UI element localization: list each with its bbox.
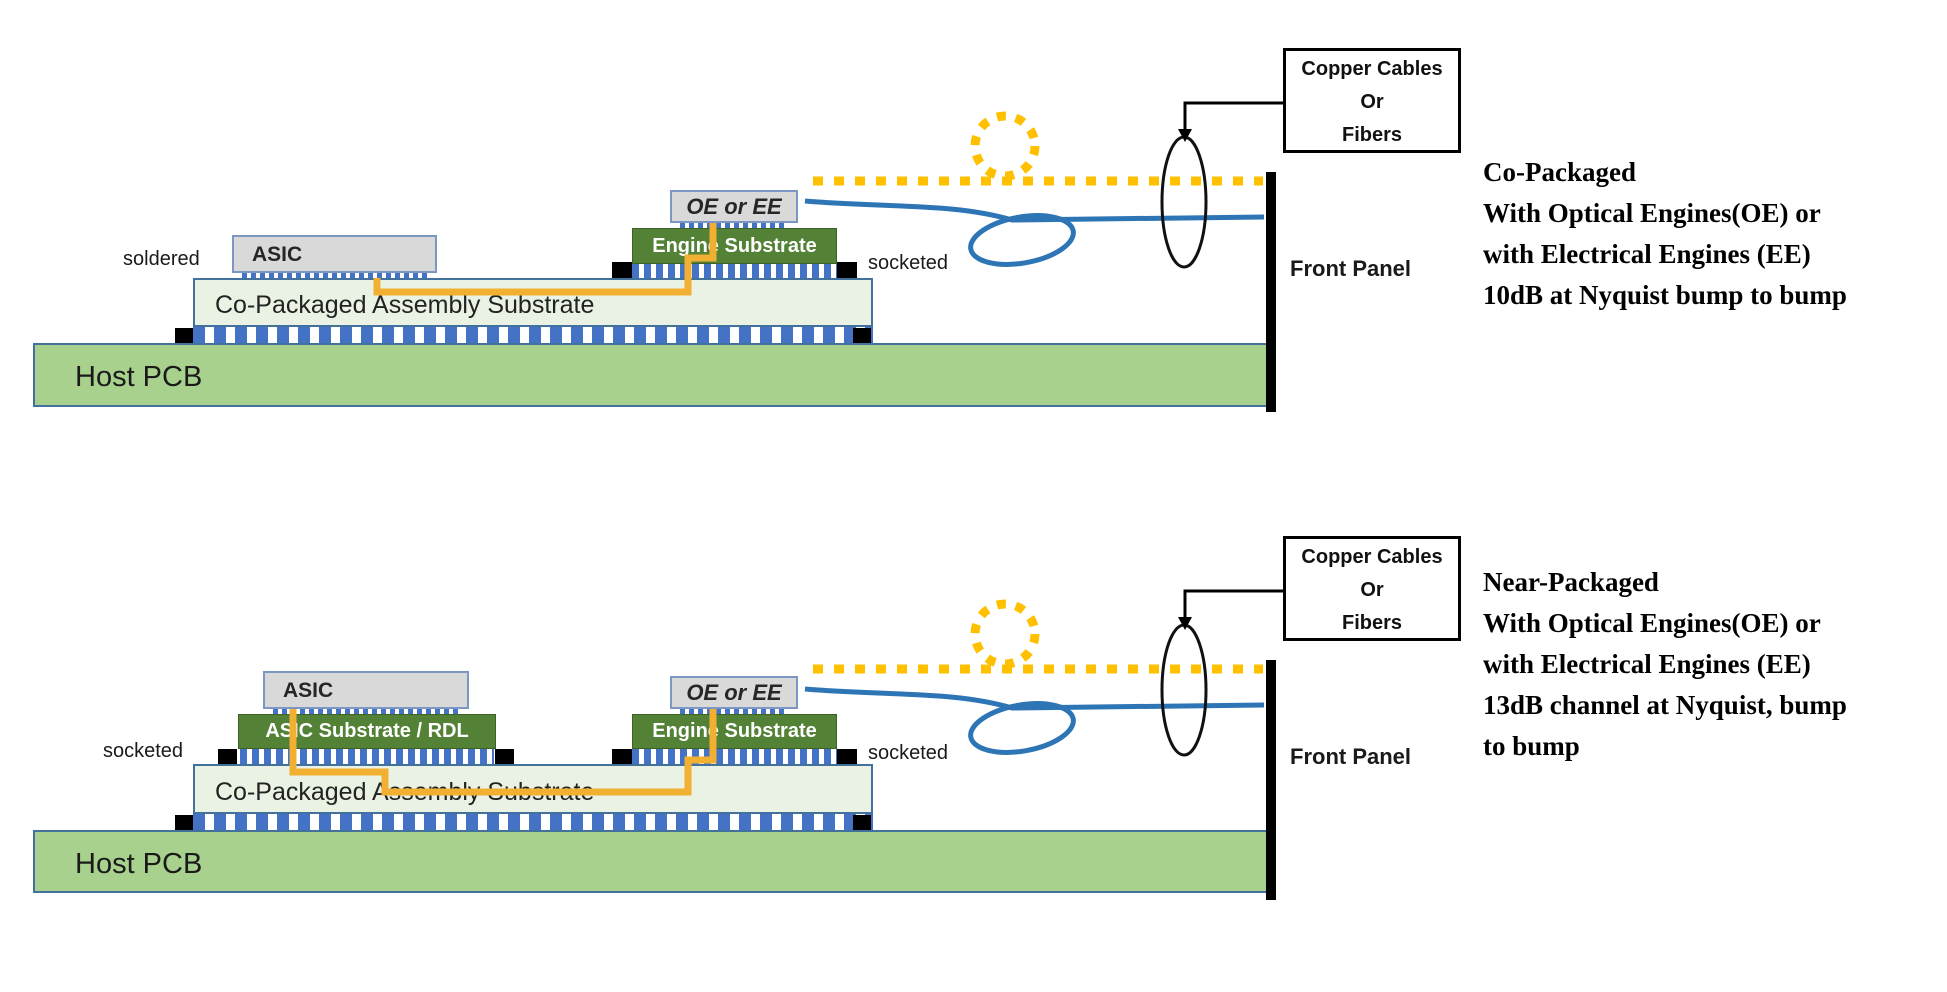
bga-standoff <box>853 815 871 830</box>
bga-bumps-row <box>193 814 873 830</box>
engine-substrate: Engine Substrate <box>632 714 837 749</box>
annotation-near-packaged: Near-Packaged With Optical Engines(OE) o… <box>1483 567 1847 761</box>
assembly-substrate: Co-Packaged Assembly Substrate <box>193 764 873 814</box>
asic-bumps-row <box>242 273 428 279</box>
assembly-substrate-label: Co-Packaged Assembly Substrate <box>215 778 595 806</box>
socket-bumps-row <box>632 749 837 764</box>
oe-ee-chip: OE or EE <box>670 190 798 223</box>
bga-standoff <box>175 328 193 343</box>
front-panel-bar <box>1266 172 1276 412</box>
copper-cables-box: Copper Cables Or Fibers <box>1283 536 1461 641</box>
front-panel-bar <box>1266 660 1276 900</box>
bga-bumps-row <box>193 327 873 343</box>
socket-standoff <box>612 749 632 764</box>
host-pcb: Host PCB <box>33 830 1269 893</box>
socket-standoff <box>495 749 514 764</box>
socket-standoff <box>837 749 857 764</box>
mount-label-left: socketed <box>103 740 184 762</box>
mount-label-right: socketed <box>868 742 949 764</box>
socket-standoff <box>218 749 237 764</box>
mount-label-right: socketed <box>868 252 949 274</box>
front-panel-label: Front Panel <box>1290 744 1412 769</box>
mount-label-left: soldered <box>123 248 200 270</box>
copper-cables-box: Copper Cables Or Fibers <box>1283 48 1461 153</box>
bga-standoff <box>853 328 871 343</box>
front-panel-label: Front Panel <box>1290 256 1412 281</box>
oe-bumps-row <box>680 223 788 228</box>
host-pcb: Host PCB <box>33 343 1269 407</box>
annotation-co-packaged: Co-Packaged With Optical Engines(OE) or … <box>1483 157 1847 310</box>
host-pcb-label: Host PCB <box>75 848 203 880</box>
host-pcb-label: Host PCB <box>75 361 203 393</box>
socket-standoff <box>837 262 857 278</box>
asic-substrate-rdl: ASIC Substrate / RDL <box>238 714 496 749</box>
asic-chip: ASIC <box>263 671 469 709</box>
assembly-substrate-label: Co-Packaged Assembly Substrate <box>215 291 595 319</box>
bga-standoff <box>175 815 193 830</box>
socket-bumps-row <box>240 749 494 764</box>
oe-ee-chip: OE or EE <box>670 676 798 709</box>
oe-bumps-row <box>680 709 788 714</box>
